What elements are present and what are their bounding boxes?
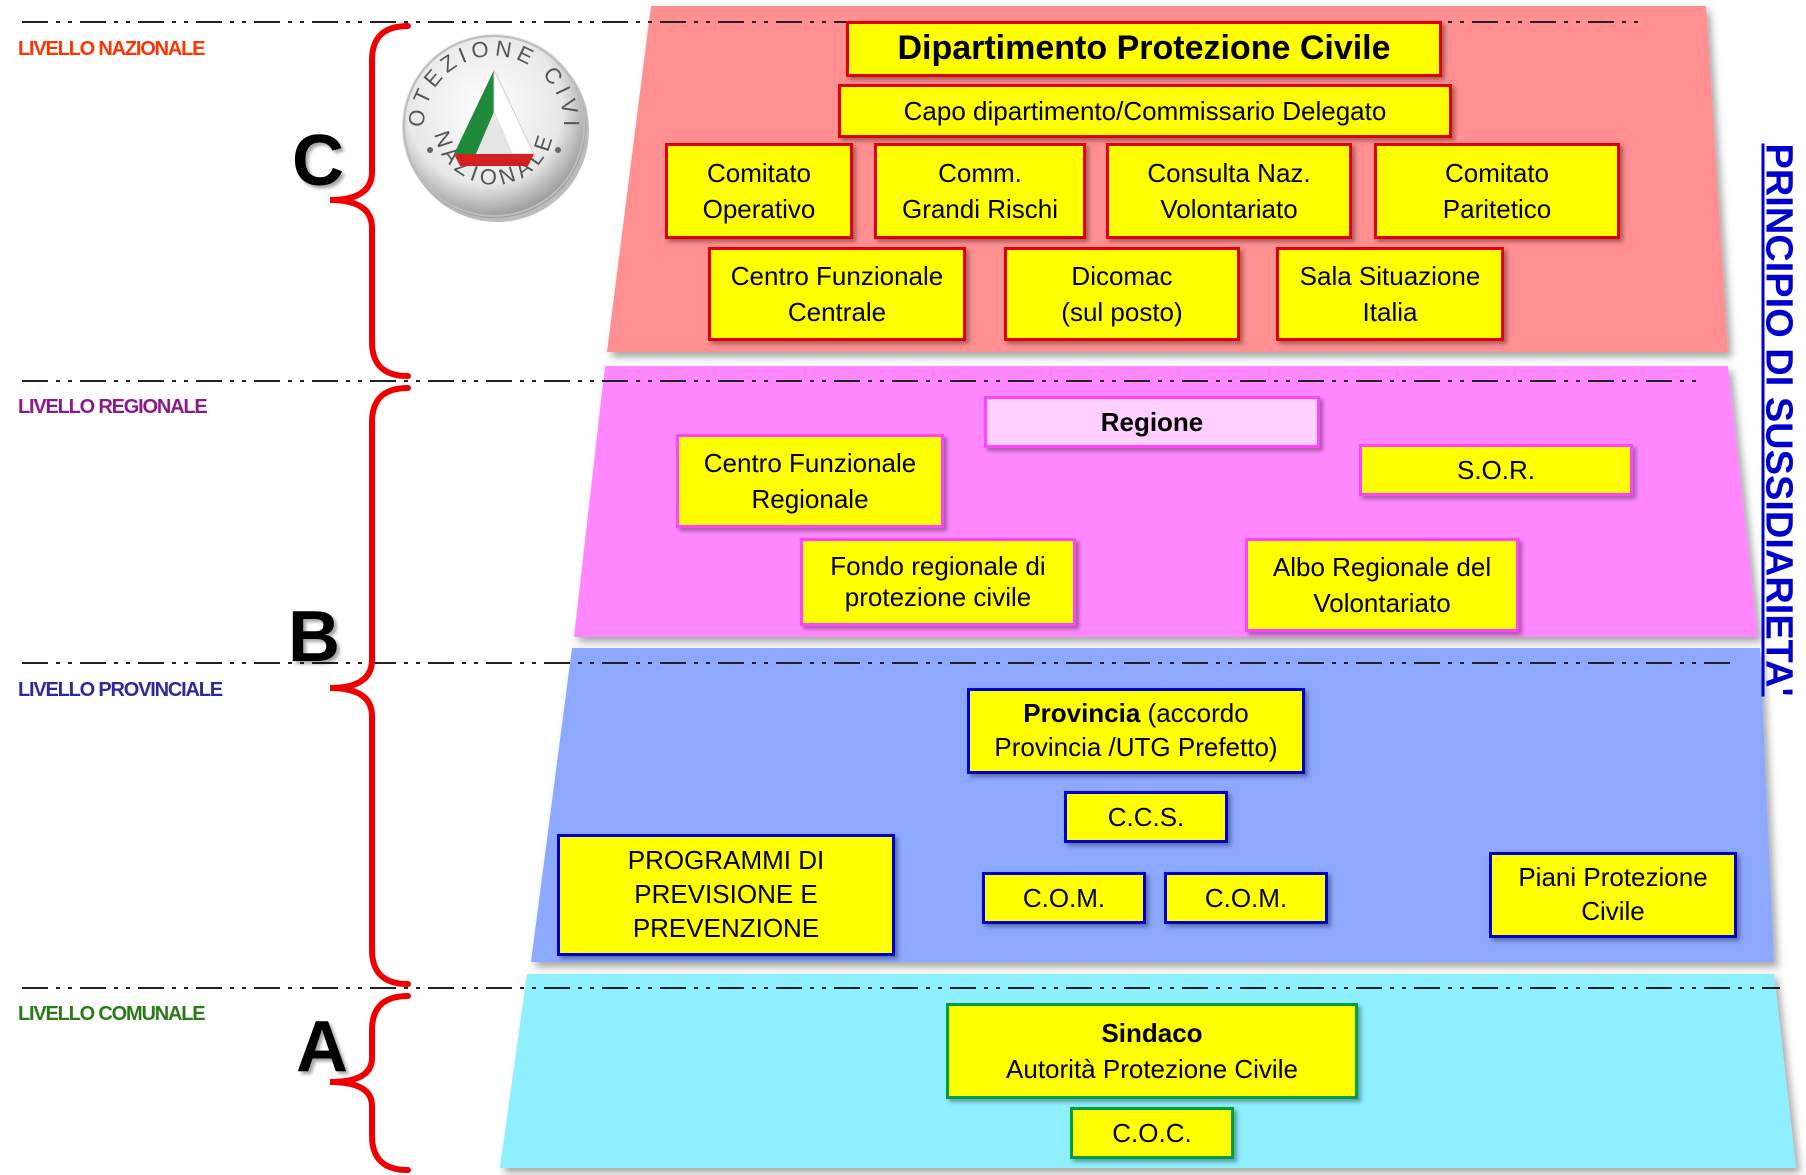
provincia-bold-label: Provincia [1023, 698, 1141, 729]
box-com-2: C.O.M. [1164, 872, 1328, 924]
level-label-comunale: LIVELLO COMUNALE [18, 1003, 206, 1025]
box-provincia: Provincia (accordo Provincia /UTG Prefet… [967, 688, 1305, 774]
box-capo-dipartimento: Capo dipartimento/Commissario Delegato [838, 84, 1452, 138]
box-dipartimento: Dipartimento Protezione Civile [846, 21, 1442, 77]
level-braces [329, 23, 411, 1173]
box-sor: S.O.R. [1359, 444, 1633, 496]
box-sindaco: Sindaco Autorità Protezione Civile [946, 1003, 1358, 1099]
box-comm-grandi-rischi: Comm.Grandi Rischi [874, 143, 1086, 239]
sindaco-bold-label: Sindaco [1101, 1017, 1203, 1048]
level-label-regionale: LIVELLO REGIONALE [18, 396, 208, 418]
box-coc: C.O.C. [1070, 1107, 1234, 1159]
box-dicomac: Dicomac(sul posto) [1004, 247, 1240, 341]
side-text-sussidiarieta: PRINCIPIO DI SUSSIDIARIETA' [1757, 143, 1800, 697]
level-letter-b: B [288, 597, 340, 677]
box-consulta-volontariato: Consulta Naz.Volontariato [1106, 143, 1352, 239]
box-com-1: C.O.M. [982, 872, 1146, 924]
level-label-provinciale: LIVELLO PROVINCIALE [18, 679, 223, 701]
level-letter-c: C [292, 121, 344, 201]
level-label-nazionale: LIVELLO NAZIONALE [18, 38, 205, 60]
box-regione: Regione [984, 396, 1320, 448]
box-ccs: C.C.S. [1064, 791, 1228, 843]
level-letter-a: A [296, 1007, 348, 1087]
